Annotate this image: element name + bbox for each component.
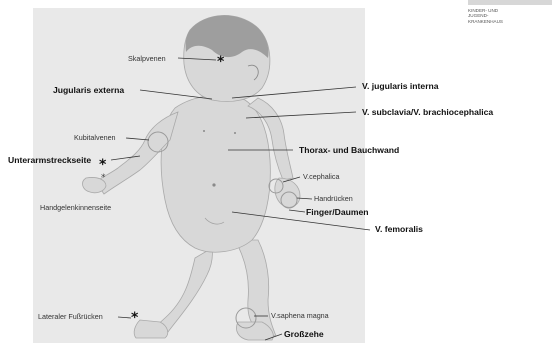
- label-jugularis-externa: Jugularis externa: [53, 86, 124, 95]
- marker-scalp: *: [217, 54, 225, 70]
- logo-text: KINDER- UND JUGEND- KRANKENHAUS: [468, 8, 503, 24]
- label-thorax-bauchwand: Thorax- und Bauchwand: [299, 146, 399, 155]
- label-jugularis-interna: V. jugularis interna: [362, 82, 439, 91]
- logo-line-3: KRANKENHAUS: [468, 19, 503, 24]
- label-v-saphena-magna: V.saphena magna: [271, 312, 329, 319]
- hospital-logo: KINDER- UND JUGEND- KRANKENHAUS: [464, 0, 552, 40]
- label-handgelenkinnenseite: Handgelenkinnenseite: [40, 204, 111, 211]
- label-handruecken: Handrücken: [314, 195, 353, 202]
- label-subclavia: V. subclavia/V. brachiocephalica: [362, 108, 493, 117]
- label-skalpvenen: Skalpvenen: [128, 55, 166, 62]
- logo-bar: [468, 0, 552, 5]
- marker-foot: *: [131, 310, 139, 326]
- label-finger-daumen: Finger/Daumen: [306, 208, 369, 217]
- label-lateraler-fussruecken: Lateraler Fußrücken: [38, 313, 103, 320]
- label-v-femoralis: V. femoralis: [375, 225, 423, 234]
- label-v-cephalica: V.cephalica: [303, 173, 340, 180]
- svg-text:*: *: [101, 173, 106, 183]
- label-grosszehe: Großzehe: [284, 330, 324, 339]
- marker-forearm: *: [99, 157, 107, 173]
- label-kubitalvenen: Kubitalvenen: [74, 134, 116, 141]
- label-unterarmstreckseite: Unterarmstreckseite: [8, 156, 91, 165]
- torso: [161, 95, 270, 252]
